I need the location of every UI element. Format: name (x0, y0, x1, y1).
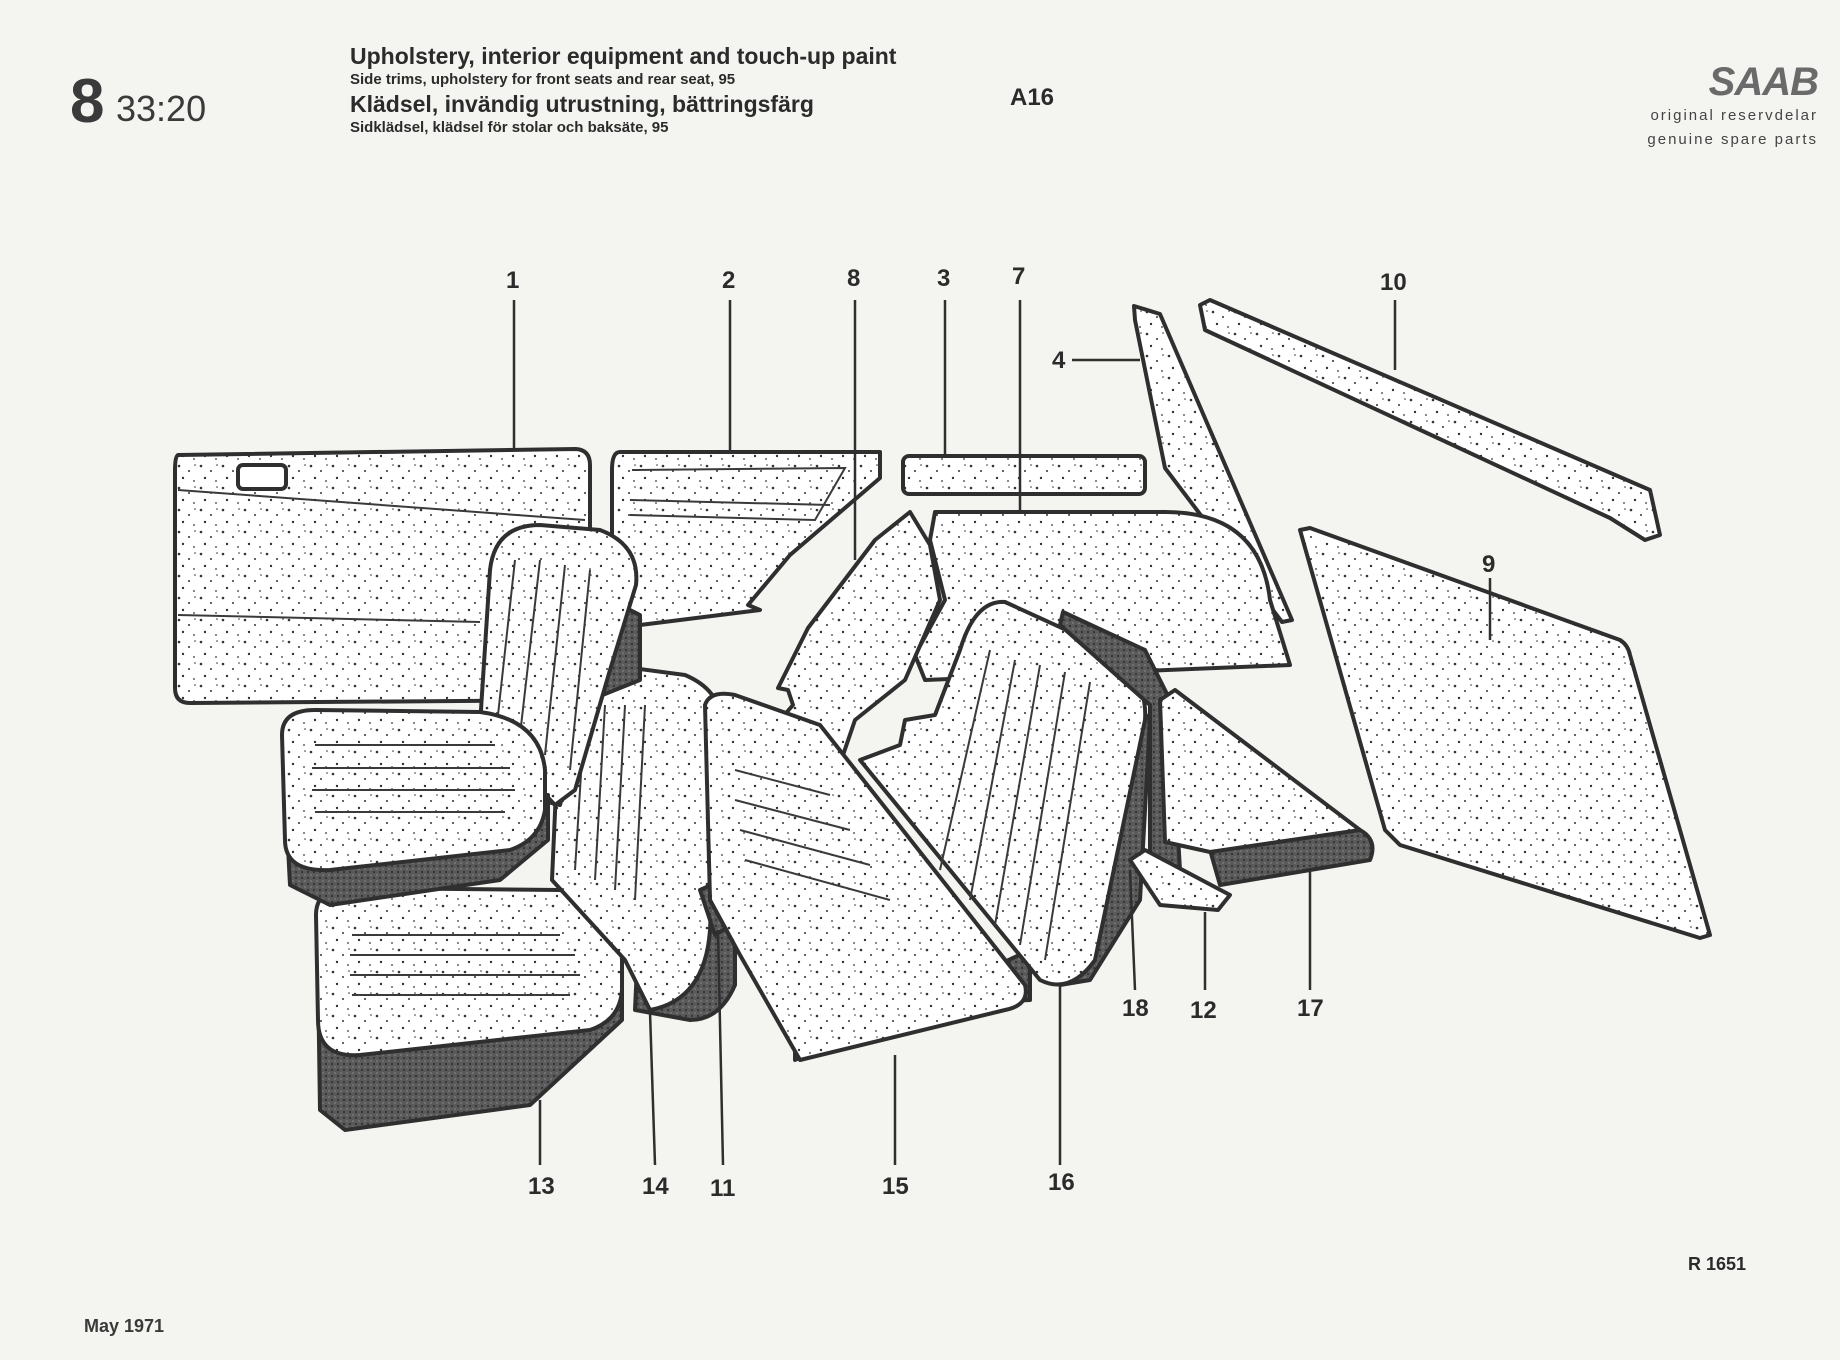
part-17-floor-trim (1158, 688, 1375, 887)
brand-block: SAAB original reservdelar genuine spare … (1588, 60, 1819, 152)
callout-14: 14 (642, 1173, 669, 1200)
callout-4: 4 (1052, 347, 1066, 374)
part-12-small-trim (1128, 848, 1232, 912)
drawing-reference: R 1651 (1688, 1254, 1747, 1274)
section-number: 8 (70, 67, 105, 136)
callout-12: 12 (1190, 997, 1217, 1024)
leader-lines (512, 300, 1492, 1166)
subtitle-english: Side trims, upholstery for front seats a… (350, 71, 736, 88)
callout-1: 1 (506, 267, 519, 294)
callout-15: 15 (882, 1173, 909, 1200)
callout-13: 13 (528, 1173, 555, 1200)
part-13-front-seat-lower (314, 886, 624, 1132)
part-4-pillar-trim (1132, 304, 1294, 624)
upper-front-seat-cushion (280, 708, 550, 907)
callout-18: 18 (1122, 995, 1149, 1022)
saab-logo: SAAB (1708, 60, 1819, 104)
page-header: Upholstery, interior equipment and touch… (350, 42, 970, 138)
brand-line-english: genuine spare parts (1647, 131, 1818, 148)
title-english: Upholstery, interior equipment and touch… (350, 43, 897, 69)
subtitle-swedish: Sidklädsel, klädsel för stolar och baksä… (350, 119, 669, 136)
title-swedish: Klädsel, invändig utrustning, bättringsf… (350, 91, 814, 117)
callout-16: 16 (1048, 1169, 1075, 1196)
callout-10: 10 (1380, 269, 1407, 296)
part-9-rear-quarter-panel (1298, 526, 1712, 940)
callout-3: 3 (937, 265, 950, 292)
callout-numbers: 1 2 3 4 7 8 9 10 11 12 13 14 15 16 17 18 (506, 263, 1495, 1202)
callout-17: 17 (1297, 995, 1324, 1022)
callout-8: 8 (847, 265, 860, 292)
callout-7: 7 (1012, 263, 1025, 290)
section-code: 33:20 (116, 88, 207, 129)
page-code: A16 (1010, 84, 1055, 111)
part-2-rear-door-trim (610, 450, 882, 627)
brand-line-swedish: original reservdelar (1650, 107, 1818, 124)
publication-date: May 1971 (84, 1316, 165, 1336)
callout-2: 2 (722, 267, 735, 294)
callout-11: 11 (710, 1175, 735, 1202)
part-3-trim-strip (901, 454, 1147, 496)
callout-9: 9 (1482, 551, 1495, 578)
part-16-rear-seat-backrest (858, 599, 1152, 987)
part-10-roof-rail-trim (1198, 298, 1662, 542)
